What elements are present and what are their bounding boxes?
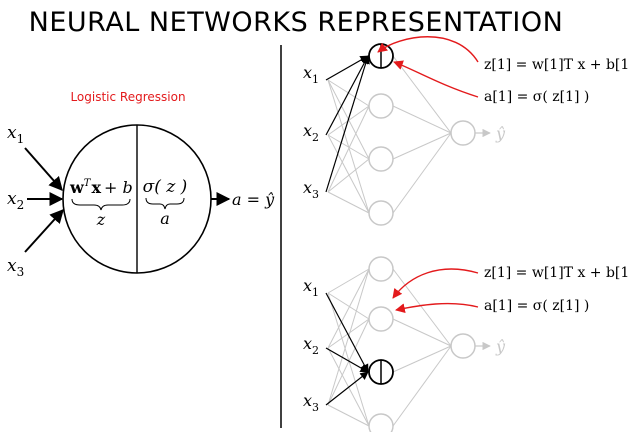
linear-expression: wTx+ b	[69, 178, 133, 197]
left-input-x3: x3	[7, 256, 24, 279]
input-label-x2: x2	[303, 334, 319, 357]
input-label-x3: x3	[303, 178, 319, 201]
edge-ghost	[327, 134, 370, 160]
edge-hidden-output	[392, 268, 452, 347]
hidden-node-ghost	[368, 146, 394, 172]
output-node	[450, 120, 476, 146]
edge-active	[325, 371, 369, 406]
pointer-arrow-a	[393, 60, 479, 98]
equation-a: a[1] = σ( z[1] )	[484, 89, 589, 105]
edge-ghost	[327, 318, 370, 349]
equation-a: a[1] = σ( z[1] )	[484, 298, 589, 314]
edge-ghost	[327, 191, 370, 214]
edge-hidden-output	[392, 345, 452, 373]
input-label-x1: x1	[303, 63, 319, 86]
hidden-node-ghost	[368, 200, 394, 226]
edge-ghost	[327, 292, 370, 427]
left-arrow-x3	[24, 208, 64, 253]
pointer-arrow-z	[377, 36, 479, 63]
hidden-node-ghost	[368, 256, 394, 282]
hidden-node-ghost	[368, 306, 394, 332]
network-bottom: ŷ x1 x2 x3 z[1] = w[1]T x + b[1] a[1] = σ( z[…	[303, 256, 629, 432]
output-yhat-label: ŷ	[495, 124, 506, 143]
equation-z: z[1] = w[1]T x + b[1]	[484, 265, 629, 281]
edge-ghost	[327, 134, 370, 214]
edge-hidden-output	[392, 345, 452, 427]
activation-label-a: a	[160, 209, 170, 228]
page-title: NEURAL NETWORKS REPRESENTATION	[29, 7, 564, 38]
edge-ghost	[327, 292, 370, 320]
left-arrow-x1	[24, 147, 63, 192]
input-label-x1: x1	[303, 276, 319, 299]
edge-ghost	[327, 318, 370, 406]
pointer-arrow-a	[395, 302, 479, 313]
edge-hidden-output	[392, 55, 452, 134]
hidden-node-ghost	[368, 413, 394, 432]
activation-underbrace	[145, 197, 185, 210]
left-input-x1: x1	[7, 123, 24, 146]
edge-ghost	[327, 268, 370, 349]
edge-ghost	[327, 268, 370, 294]
left-output-label: a = ŷ	[232, 190, 275, 209]
edge-active	[325, 55, 370, 193]
output-node	[450, 333, 476, 359]
linear-underbrace	[71, 198, 131, 211]
edge-ghost	[327, 268, 370, 406]
edge-ghost	[327, 158, 370, 193]
linear-label-z: z	[96, 210, 106, 229]
output-yhat-label: ŷ	[495, 337, 506, 356]
edge-active	[325, 55, 369, 136]
edge-hidden-output	[392, 318, 452, 347]
left-input-x2: x2	[7, 189, 24, 212]
edge-ghost	[327, 105, 370, 193]
edge-hidden-output	[392, 105, 452, 134]
input-label-x2: x2	[303, 121, 319, 144]
edge-active	[325, 347, 369, 373]
input-label-x3: x3	[303, 391, 319, 414]
pointer-arrow-z	[392, 268, 479, 299]
edge-hidden-output	[392, 132, 452, 214]
edge-ghost	[327, 404, 370, 427]
activation-expression: σ( z )	[143, 177, 188, 197]
network-top: ŷ x1 x2 x3 z[1] = w[1]T x + b[1] a[1] = σ( z[…	[303, 36, 629, 226]
edge-active	[325, 292, 369, 373]
equation-z: z[1] = w[1]T x + b[1]	[484, 57, 629, 73]
edge-hidden-output	[392, 132, 452, 160]
logistic-regression-label: Logistic Regression	[70, 90, 185, 104]
hidden-node-ghost	[368, 93, 394, 119]
